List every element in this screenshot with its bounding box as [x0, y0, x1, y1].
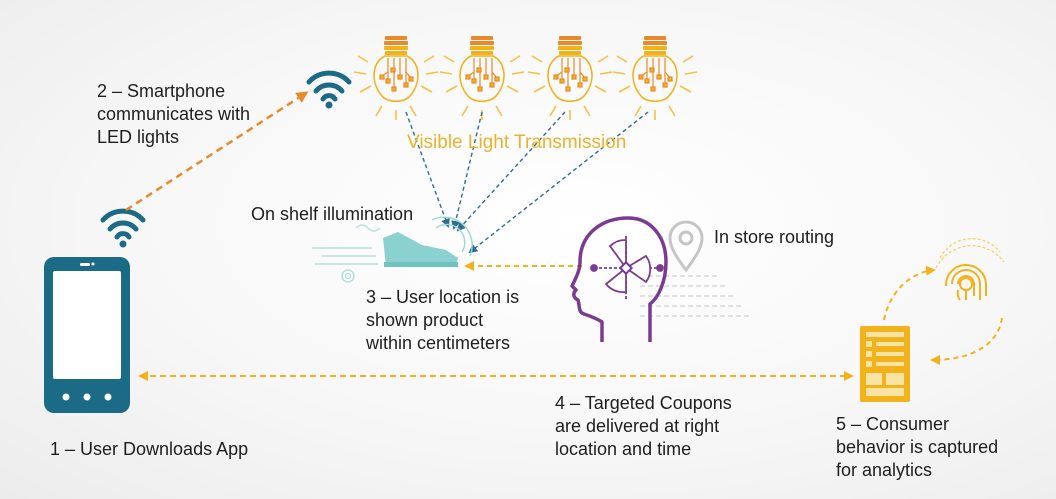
led-bulb-icon: [527, 35, 613, 121]
analytics-panel-icon: [860, 326, 910, 402]
led-bulb-icon: [612, 35, 698, 121]
smartphone-icon: [44, 257, 130, 413]
fingerprint-icon: [935, 237, 1005, 301]
cycle-arrow-down: [930, 317, 1003, 365]
shelf-illumination-label: On shelf illumination: [251, 204, 414, 224]
step-1-label: 1 – User Downloads App: [50, 439, 249, 459]
led-bulb-icon: [439, 35, 525, 121]
step-2-label: 2 – Smartphone communicates with LED lig…: [97, 81, 251, 147]
light-transmission-lines: [405, 111, 649, 254]
visible-light-label: Visible Light Transmission: [407, 132, 627, 153]
head-compass: [590, 236, 664, 300]
location-pin-icon: [668, 220, 704, 273]
cycle-arrow-up: [883, 265, 936, 321]
led-bulbs: [353, 35, 698, 121]
step-4-label: 4 – Targeted Coupons are delivered at ri…: [555, 393, 732, 459]
store-routing-grid: [640, 275, 750, 317]
led-bulb-icon: [353, 35, 439, 121]
step-3-label: 3 – User location is shown product withi…: [366, 287, 520, 353]
wifi-icon: [306, 70, 352, 109]
store-routing-label: In store routing: [714, 227, 835, 247]
shoe-icon: [312, 216, 473, 283]
step-5-label: 5 – Consumer behavior is captured for an…: [836, 414, 999, 480]
wifi-icon: [100, 208, 146, 248]
head-icon: [570, 216, 668, 342]
